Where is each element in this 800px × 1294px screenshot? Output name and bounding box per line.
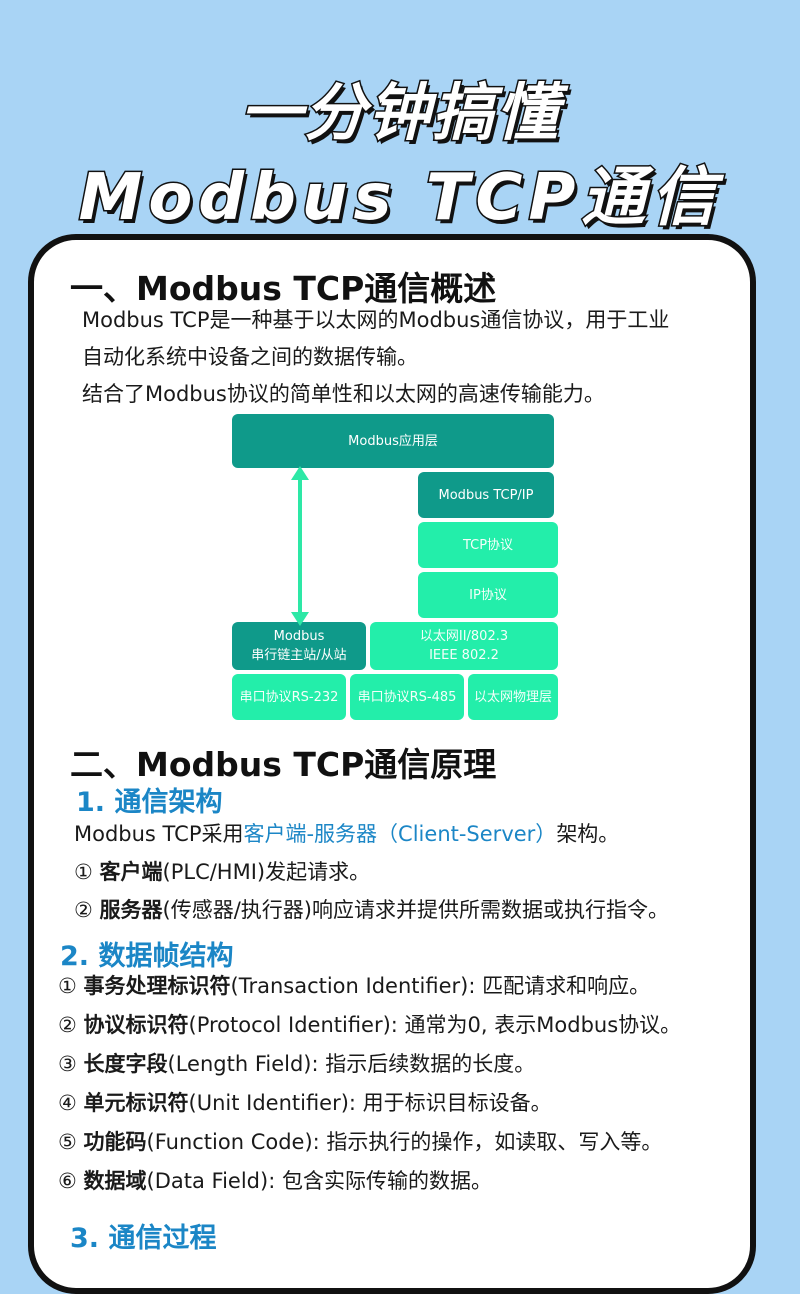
frame-item-desc: (Transaction Identifier): 匹配请求和响应。 bbox=[230, 974, 651, 998]
frame-item-desc: (Function Code): 指示执行的操作，如读取、写入等。 bbox=[146, 1130, 663, 1154]
overview-text-line-2: 自动化系统中设备之间的数据传输。 bbox=[82, 345, 418, 369]
server-item: ② 服务器(传感器/执行器)响应请求并提供所需数据或执行指令。 bbox=[74, 894, 669, 924]
hero-banner: 一分钟搞懂 Modbus TCP通信 bbox=[0, 0, 800, 240]
architecture-highlight: 客户端-服务器（Client-Server） bbox=[243, 822, 557, 846]
frame-item: ② 协议标识符(Protocol Identifier): 通常为0, 表示Mo… bbox=[58, 1009, 681, 1039]
overview-text-line-1: Modbus TCP是一种基于以太网的Modbus通信协议，用于工业 bbox=[82, 308, 670, 332]
content-card bbox=[28, 234, 756, 1294]
architecture-suffix: 架构。 bbox=[556, 822, 620, 846]
frame-item-desc: (Length Field): 指示后续数据的长度。 bbox=[167, 1052, 536, 1076]
architecture-prefix: Modbus TCP采用 bbox=[74, 822, 244, 846]
diagram-arrow-line bbox=[298, 476, 302, 620]
frame-item-number: ③ bbox=[58, 1052, 77, 1076]
diagram-ip-layer: IP协议 bbox=[418, 572, 558, 618]
subsection-architecture-title: 1. 通信架构 bbox=[76, 787, 223, 818]
frame-item-label: 长度字段 bbox=[83, 1052, 168, 1076]
frame-item: ⑥ 数据域(Data Field): 包含实际传输的数据。 bbox=[58, 1165, 492, 1195]
frame-item-label: 单元标识符 bbox=[83, 1091, 189, 1115]
client-item: ① 客户端(PLC/HMI)发起请求。 bbox=[74, 856, 370, 886]
diagram-physical-layer: 以太网物理层 bbox=[468, 674, 558, 720]
architecture-text: Modbus TCP采用客户端-服务器（Client-Server）架构。 bbox=[74, 818, 619, 848]
diagram-serial-line-1: Modbus bbox=[273, 629, 325, 644]
diagram-rs232-layer: 串口协议RS-232 bbox=[232, 674, 346, 720]
frame-item-number: ② bbox=[58, 1013, 77, 1037]
section-2-title: 二、Modbus TCP通信原理 bbox=[70, 745, 497, 784]
diagram-serial-layer: Modbus 串行链主站/从站 bbox=[232, 622, 366, 670]
frame-item-desc: (Unit Identifier): 用于标识目标设备。 bbox=[188, 1091, 552, 1115]
frame-item-label: 功能码 bbox=[83, 1130, 147, 1154]
frame-item-number: ⑥ bbox=[58, 1169, 77, 1193]
frame-item-label: 协议标识符 bbox=[83, 1013, 189, 1037]
server-label: 服务器 bbox=[99, 898, 163, 922]
frame-item-number: ① bbox=[58, 974, 77, 998]
server-desc: (传感器/执行器)响应请求并提供所需数据或执行指令。 bbox=[162, 898, 669, 922]
overview-text-line-3: 结合了Modbus协议的简单性和以太网的高速传输能力。 bbox=[82, 382, 605, 406]
frame-item: ⑤ 功能码(Function Code): 指示执行的操作，如读取、写入等。 bbox=[58, 1126, 662, 1156]
client-number: ① bbox=[74, 860, 93, 884]
arrow-down-icon bbox=[291, 612, 309, 626]
diagram-app-layer: Modbus应用层 bbox=[232, 414, 554, 468]
frame-item-label: 事务处理标识符 bbox=[83, 974, 231, 998]
diagram-rs485-layer: 串口协议RS-485 bbox=[350, 674, 464, 720]
subsection-frame-title: 2. 数据帧结构 bbox=[60, 941, 234, 972]
client-label: 客户端 bbox=[99, 860, 163, 884]
client-desc: (PLC/HMI)发起请求。 bbox=[162, 860, 371, 884]
hero-title-line-1: 一分钟搞懂 bbox=[238, 75, 560, 151]
frame-item-desc: (Data Field): 包含实际传输的数据。 bbox=[146, 1169, 492, 1193]
diagram-serial-line-2: 串行链主站/从站 bbox=[251, 648, 347, 663]
diagram-tcp-layer: TCP协议 bbox=[418, 522, 558, 568]
diagram-ethernet-line-2: IEEE 802.2 bbox=[429, 648, 499, 663]
diagram-tcpip-layer: Modbus TCP/IP bbox=[418, 472, 554, 518]
hero-title-line-2: Modbus TCP通信 bbox=[77, 160, 722, 237]
frame-item-label: 数据域 bbox=[83, 1169, 147, 1193]
frame-item-number: ⑤ bbox=[58, 1130, 77, 1154]
diagram-ethernet-layer: 以太网II/802.3 IEEE 802.2 bbox=[370, 622, 558, 670]
server-number: ② bbox=[74, 898, 93, 922]
subsection-process-title: 3. 通信过程 bbox=[70, 1223, 217, 1254]
frame-item: ① 事务处理标识符(Transaction Identifier): 匹配请求和… bbox=[58, 970, 650, 1000]
frame-item: ③ 长度字段(Length Field): 指示后续数据的长度。 bbox=[58, 1048, 535, 1078]
frame-item: ④ 单元标识符(Unit Identifier): 用于标识目标设备。 bbox=[58, 1087, 552, 1117]
diagram-ethernet-line-1: 以太网II/802.3 bbox=[419, 629, 509, 644]
arrow-up-icon bbox=[291, 466, 309, 480]
section-1-title: 一、Modbus TCP通信概述 bbox=[70, 269, 497, 308]
frame-item-desc: (Protocol Identifier): 通常为0, 表示Modbus协议。 bbox=[188, 1013, 682, 1037]
frame-item-number: ④ bbox=[58, 1091, 77, 1115]
